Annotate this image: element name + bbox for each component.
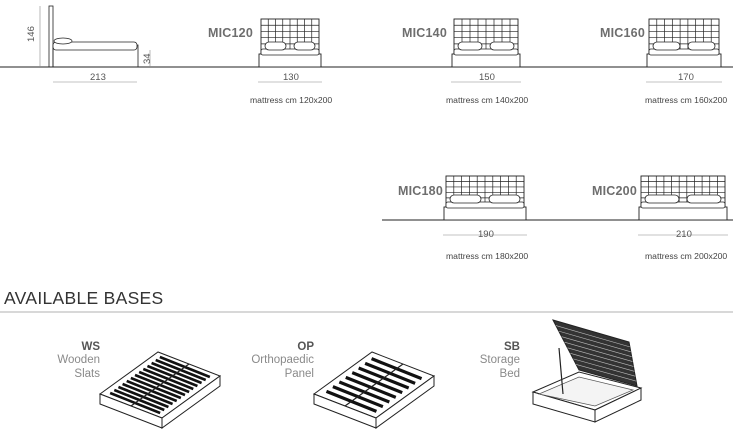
- model-code-mic180: MIC180: [398, 184, 443, 198]
- bed-pillow-left-3: [449, 194, 482, 204]
- base-ws-name-2: Slats: [74, 368, 100, 380]
- bed-mattress-4: [640, 201, 726, 209]
- side-headboard: [48, 5, 54, 68]
- bed-mattress-1: [453, 48, 519, 56]
- side-pillow: [53, 37, 73, 45]
- base-sb-lid-slat: [573, 358, 636, 377]
- model-width-mic120: 130: [283, 72, 299, 83]
- bed-pillow-right-3: [488, 194, 521, 204]
- model-mattress-mic140: mattress cm 140x200: [446, 95, 529, 105]
- bed-frame-0: [258, 53, 322, 68]
- model-width-mic140: 150: [479, 72, 495, 83]
- bed-frame-4: [638, 206, 728, 221]
- bed-pillow-right-4: [686, 194, 722, 204]
- base-op-side-right: [375, 375, 435, 429]
- bed-frame-3: [443, 206, 527, 221]
- base-op-name-2: Panel: [284, 368, 314, 380]
- side-base-height-label: 34: [142, 53, 153, 64]
- base-sb-box-right: [594, 387, 642, 423]
- base-ws-side-right: [161, 375, 221, 429]
- bed-frame-2: [646, 53, 722, 68]
- base-sb-piston: [558, 347, 564, 395]
- bed-pillow-right-0: [293, 41, 316, 51]
- model-code-mic120: MIC120: [208, 26, 253, 40]
- model-mattress-mic120: mattress cm 120x200: [250, 95, 333, 105]
- side-height-label: 146: [26, 26, 37, 42]
- bed-frame-1: [451, 53, 521, 68]
- side-length-label: 213: [90, 72, 106, 83]
- base-sb-lid-slat: [561, 336, 632, 357]
- bed-mattress-0: [260, 48, 320, 56]
- base-ws-code: WS: [81, 341, 100, 353]
- base-ws-rail: [130, 363, 190, 407]
- bed-pillow-left-1: [457, 41, 483, 51]
- base-op-caption: OP Orthopaedic Panel: [220, 341, 314, 381]
- base-op-code: OP: [297, 341, 314, 353]
- base-sb-lid-slat: [564, 341, 633, 362]
- base-ws-caption: WS Wooden Slats: [10, 341, 100, 381]
- base-ws-name-1: Wooden: [57, 354, 100, 366]
- base-sb-name-1: Storage: [479, 354, 520, 366]
- model-mattress-mic200: mattress cm 200x200: [645, 251, 728, 261]
- base-op-name-1: Orthopaedic: [251, 354, 314, 366]
- bed-pillow-right-2: [687, 41, 716, 51]
- base-sb-lid-slat: [576, 364, 637, 382]
- model-code-mic140: MIC140: [402, 26, 447, 40]
- model-width-mic200: 210: [676, 229, 692, 240]
- bases-title: AVAILABLE BASES: [4, 288, 164, 308]
- base-sb-lid-slat: [570, 353, 635, 372]
- bed-pillow-left-2: [652, 41, 681, 51]
- bed-pillow-left-4: [644, 194, 680, 204]
- base-sb-lid-slat: [555, 325, 630, 348]
- model-mattress-mic160: mattress cm 160x200: [645, 95, 728, 105]
- model-width-mic180: 190: [478, 229, 494, 240]
- model-code-mic200: MIC200: [592, 184, 637, 198]
- bed-mattress-2: [648, 48, 720, 56]
- base-sb-caption: SB Storage Bed: [440, 341, 520, 381]
- base-sb-name-2: Bed: [499, 368, 520, 380]
- base-sb-lid-slat: [558, 330, 631, 353]
- bed-mattress-3: [445, 201, 525, 209]
- model-width-mic160: 170: [678, 72, 694, 83]
- bed-pillow-right-1: [489, 41, 515, 51]
- base-sb-code: SB: [504, 341, 520, 353]
- base-op-rail: [344, 363, 404, 407]
- side-mattress: [52, 41, 138, 51]
- model-code-mic160: MIC160: [600, 26, 645, 40]
- base-sb-lid-slat: [567, 347, 634, 367]
- bed-pillow-left-0: [264, 41, 287, 51]
- model-mattress-mic180: mattress cm 180x200: [446, 251, 529, 261]
